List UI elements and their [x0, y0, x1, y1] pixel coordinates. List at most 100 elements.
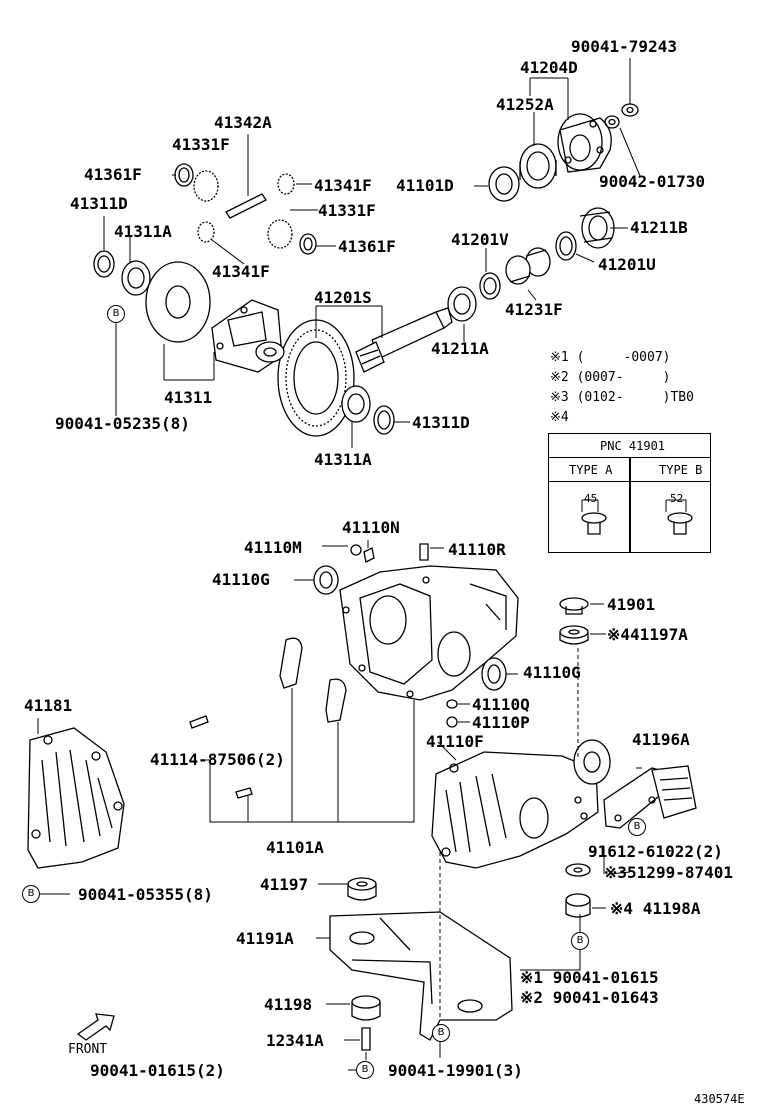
ref-b-circle-left: B [22, 885, 40, 903]
note-3: ※3 (0102- )TB0 [550, 390, 694, 405]
label-41361F-top: 41361F [84, 165, 142, 184]
label-41201U: 41201U [598, 255, 656, 274]
gasket-41110N [363, 547, 375, 563]
label-90042-01730: 90042-01730 [599, 172, 705, 191]
label-41342A: 41342A [214, 113, 272, 132]
label-41101D: 41101D [396, 176, 454, 195]
label-41110F: 41110F [426, 732, 484, 751]
label-41252A: 41252A [496, 95, 554, 114]
label-41198A: ※4 41198A [610, 899, 701, 918]
label-41311A-bottom: 41311A [314, 450, 372, 469]
pinion-gear-41341F-mid [197, 221, 215, 243]
cushion-41197 [347, 877, 377, 901]
label-41341F-mid: 41341F [212, 262, 270, 281]
label-41197: 41197 [260, 875, 309, 894]
carrier-housing [339, 565, 519, 701]
bearing-41311A-top [121, 260, 151, 296]
label-41311A-top: 41311A [114, 222, 172, 241]
pinion-shaft-41201S [355, 307, 453, 373]
label-90041-19901: 90041-19901(3) [388, 1061, 523, 1080]
assembled-carrier [431, 739, 611, 869]
label-90041-01615-bottom: 90041-01615(2) [90, 1061, 225, 1080]
spacer-41231F [505, 247, 551, 285]
bearing-41101D [488, 166, 520, 202]
label-41311D-top: 41311D [70, 194, 128, 213]
label-41201S: 41201S [314, 288, 372, 307]
pnc-table [548, 433, 711, 553]
ref-b-circle-right: B [628, 818, 646, 836]
pinion-gear-41341F-top [277, 173, 295, 195]
label-41110N: 41110N [342, 518, 400, 537]
label-41181: 41181 [24, 696, 73, 715]
flange-assembly [557, 113, 612, 173]
table-icons [581, 499, 693, 535]
label-41101A: 41101A [266, 838, 324, 857]
label-41114-87506: 41114-87506(2) [150, 750, 285, 769]
bearing-41211B [579, 207, 615, 249]
label-90041-05355: 90041-05355(8) [78, 885, 213, 904]
cushion-41197A [559, 625, 589, 645]
leader-bottom [316, 852, 441, 1071]
label-41191A: 41191A [236, 929, 294, 948]
label-41201V: 41201V [451, 230, 509, 249]
washer-41361F-top [174, 163, 194, 187]
washer-41361F-mid [299, 233, 317, 255]
label-41110M: 41110M [244, 538, 302, 557]
plug-41110Q [446, 699, 458, 709]
member-bracket-41191A [329, 911, 513, 1041]
note-2: ※2 (0007- ) [550, 370, 671, 385]
label-41110Q: 41110Q [472, 695, 530, 714]
label-41198: 41198 [264, 995, 313, 1014]
ref-b-circle-right-lower: B [571, 932, 589, 950]
rear-cover-41181 [27, 727, 125, 869]
label-90041-01615-right: ※1 90041-01615 [520, 968, 659, 987]
differential-case-41311 [211, 299, 285, 373]
leader-left [37, 718, 70, 895]
label-front: FRONT [68, 1042, 108, 1057]
label-41110R: 41110R [448, 540, 506, 559]
pnc-table-col-b: TYPE B [659, 463, 703, 477]
nut-90041-79243 [621, 103, 639, 117]
label-90041-79243: 90041-79243 [571, 37, 677, 56]
leader-right [520, 603, 642, 971]
bearing-41311A-bottom [341, 385, 371, 423]
label-351299-87401: ※351299-87401 [604, 863, 733, 882]
plug-41110M [350, 544, 362, 556]
bolts-41114 [189, 715, 253, 799]
leader-lines-top [103, 58, 641, 448]
shim-41201U [555, 231, 577, 261]
caps-41101A [279, 637, 347, 723]
pnc-table-divider [629, 457, 631, 553]
bearing-41211A [447, 286, 477, 322]
label-41110G-top: 41110G [212, 570, 270, 589]
label-12341A: 12341A [266, 1031, 324, 1050]
bearing-41252A [519, 143, 557, 189]
shim-41311D-bottom [373, 405, 395, 435]
shim-41201V [479, 272, 501, 300]
oil-seal-41110G-top [313, 565, 339, 595]
notes-block: ※1 ( -0007) ※2 (0007- ) ※3 (0102- )TB0 ※… [550, 350, 694, 425]
label-41331F-mid: 41331F [318, 201, 376, 220]
pin-12341A [361, 1027, 371, 1051]
label-41110P: 41110P [472, 713, 530, 732]
drawing-number: 430574E [694, 1092, 745, 1106]
shim-41311D-top [93, 250, 115, 278]
note-1: ※1 ( -0007) [550, 350, 671, 365]
pnc-table-dim-b: 52 [670, 492, 684, 505]
label-41361F-mid: 41361F [338, 237, 396, 256]
plug-41110P [446, 716, 458, 728]
oil-seal-41110G-mid [481, 657, 507, 691]
front-arrow-icon [76, 1013, 115, 1041]
washer-351299 [565, 863, 591, 877]
label-41331F-top: 41331F [172, 135, 230, 154]
side-gear-41331F-top [193, 170, 219, 202]
label-90041-05235: 90041-05235(8) [55, 414, 190, 433]
ref-b-circle-bottom-center: B [432, 1024, 450, 1042]
pnc-table-title: PNC 41901 [600, 439, 666, 453]
label-41901: 41901 [607, 595, 656, 614]
side-gear-41331F-mid [267, 219, 293, 249]
pnc-table-dim-a: 45 [584, 492, 598, 505]
ref-b-circle: B [107, 305, 125, 323]
